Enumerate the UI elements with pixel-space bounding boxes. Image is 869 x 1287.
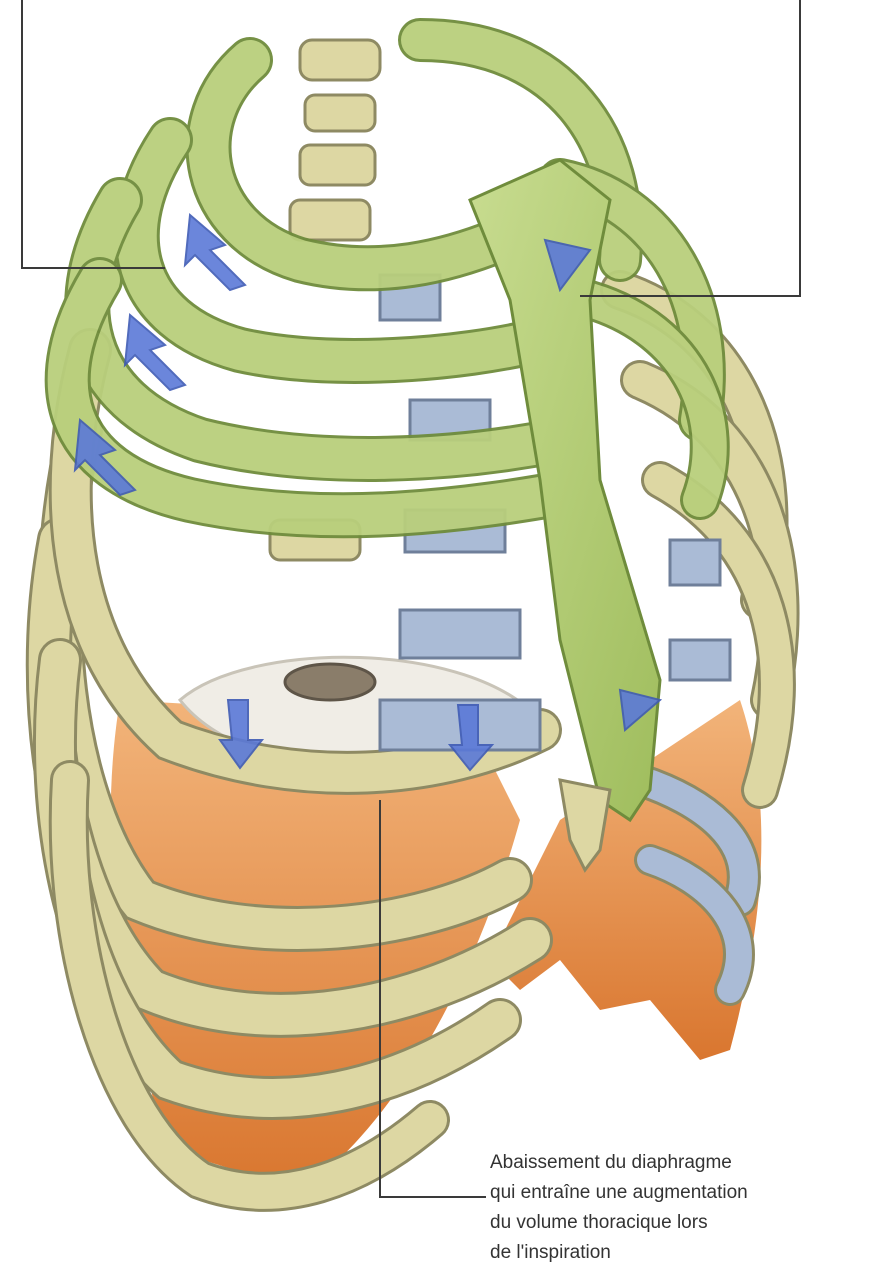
caption-line: du volume thoracique lors [490,1208,860,1238]
upper-ribs [68,40,710,515]
caption-line: qui entraîne une augmentation [490,1178,860,1208]
caption-line: Abaissement du diaphragme [490,1148,860,1178]
spine [270,40,380,560]
diaphragm-caption: Abaissement du diaphragme qui entraîne u… [490,1148,860,1268]
diaphragm-opening [285,664,375,700]
caption-line: de l'inspiration [490,1238,860,1268]
